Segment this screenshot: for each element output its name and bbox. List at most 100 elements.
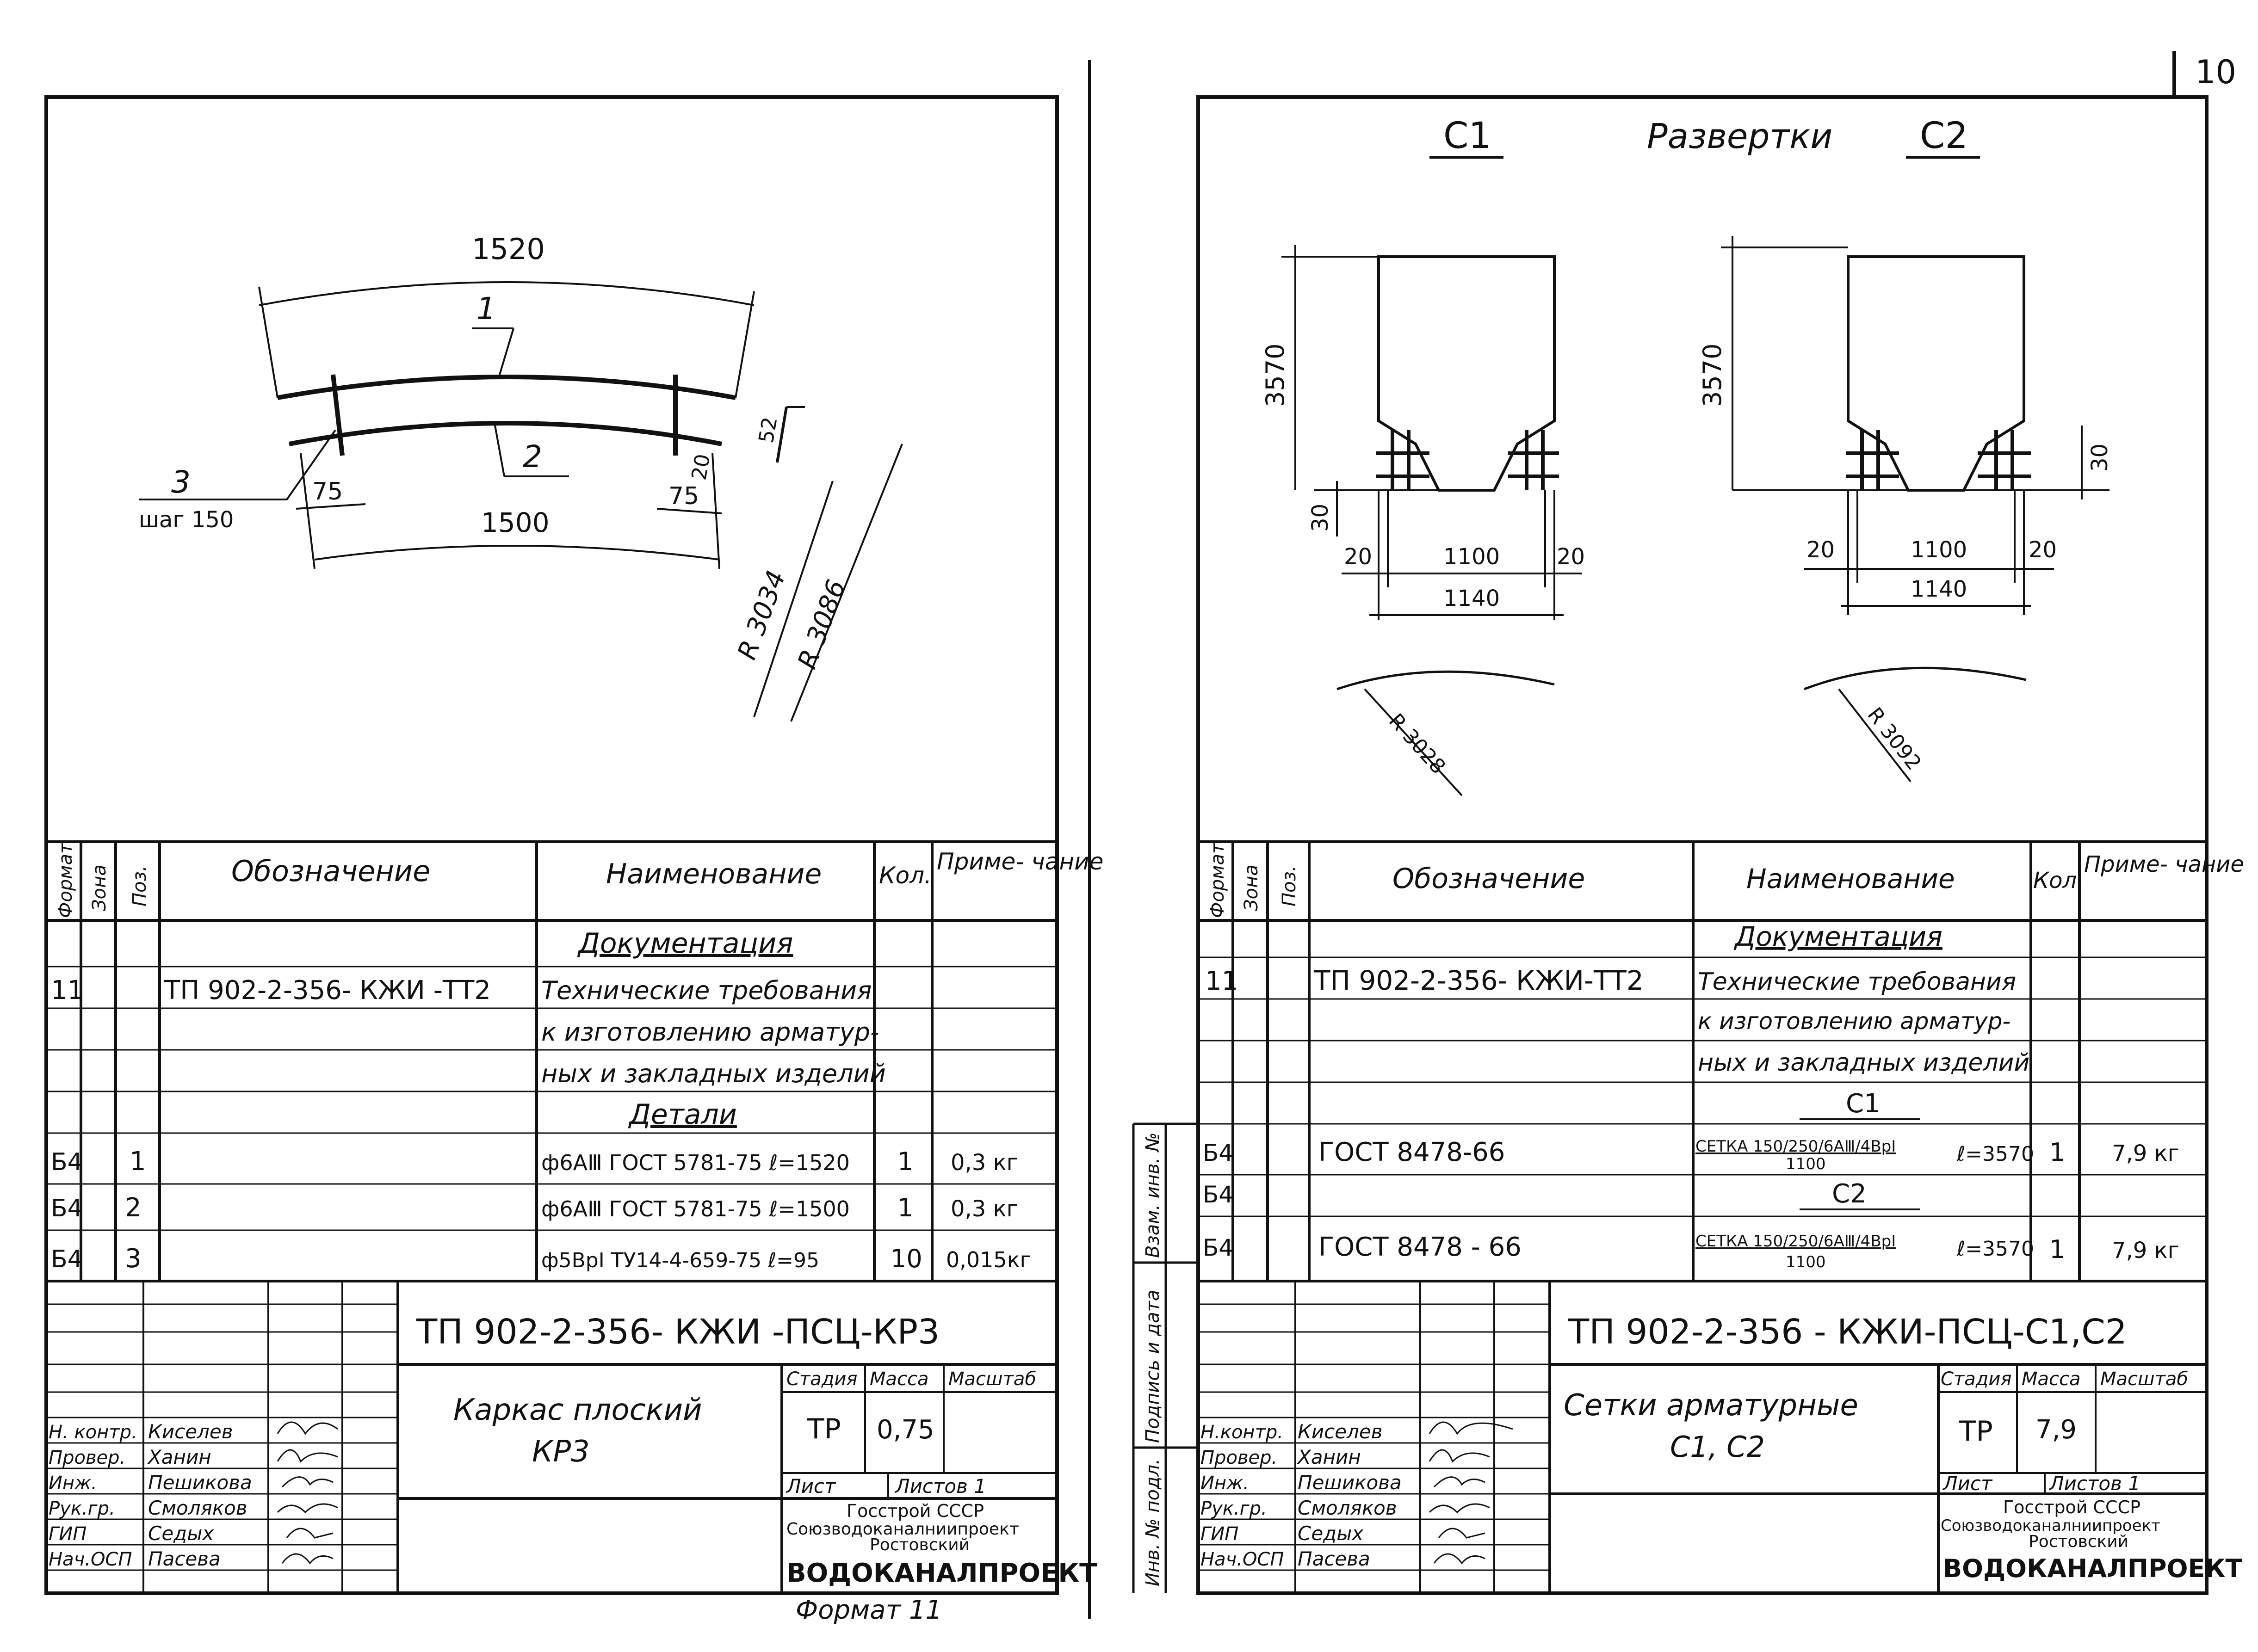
r-row1-format: Б4	[1203, 1140, 1233, 1166]
org-line-1: Госстрой СССР	[847, 1501, 984, 1521]
name-5: Седых	[148, 1522, 214, 1545]
r-row3-name-top: СЕТКА 150/250/6АⅢ/4ВрⅠ	[1695, 1232, 1896, 1251]
r-row1-designation: ГОСТ 8478-66	[1318, 1137, 1505, 1167]
name-1-r: Киселев	[1298, 1420, 1382, 1443]
frame-kr3-drawing: 1520 1500 75 75 20 1 2 3 шаг 150	[139, 232, 903, 722]
role-4: Рук.гр.	[49, 1498, 115, 1519]
scale-label-r: Масштаб	[2100, 1368, 2188, 1390]
spec-table-left: Формат Зона Поз. Обозначение Наименовани…	[46, 840, 1103, 1282]
callout-pos-1: 1	[476, 291, 496, 327]
page-number: 10	[2195, 53, 2236, 91]
c1-left: 20	[1344, 544, 1372, 570]
c1-height: 3570	[1261, 344, 1290, 407]
row3-pos: 3	[125, 1244, 142, 1274]
doc-name-3: ных и закладных изделий	[541, 1059, 886, 1088]
row3-qty: 10	[891, 1244, 922, 1273]
sheet-label-r: Лист	[1942, 1472, 1993, 1495]
title-block-left: ТП 902-2-356- КЖИ -ПСЦ-КР3 Каркас плоски…	[46, 1281, 1097, 1625]
radius-inner: R 3034	[732, 567, 792, 663]
name-1: Киселев	[148, 1420, 233, 1443]
row2-qty: 1	[897, 1193, 913, 1222]
role-3-r: Инж.	[1200, 1473, 1249, 1494]
section-docs-r: Документация	[1733, 921, 1942, 952]
hdr-name: Наименование	[606, 858, 822, 890]
doc-designation-r: ТП 902-2-356- КЖИ-ТТ2	[1313, 965, 1644, 996]
scale-label: Масштаб	[948, 1368, 1036, 1390]
org-line-3-r: Ростовский	[2029, 1532, 2128, 1551]
signature-1-r	[1429, 1421, 1513, 1435]
dim-75-left: 75	[312, 478, 343, 505]
row1-note: 0,3 кг	[951, 1150, 1018, 1176]
role-6: Нач.ОСП	[49, 1549, 132, 1570]
signature-4-r	[1429, 1503, 1490, 1514]
c2-bottom: 30	[2087, 444, 2113, 472]
stamp-inv-podl: Инв. № подл.	[1142, 1459, 1163, 1586]
hdr-zone: Зона	[89, 864, 110, 911]
role-6-r: Нач.ОСП	[1200, 1549, 1284, 1570]
radius-outer: R 3086	[792, 576, 852, 672]
c2-height: 3570	[1698, 344, 1727, 407]
row1-pos: 1	[130, 1147, 146, 1177]
stage-label: Стадия	[786, 1368, 857, 1390]
dim-52: 52	[755, 415, 782, 445]
r-row1-name-top: СЕТКА 150/250/6АⅢ/4ВрⅠ	[1695, 1137, 1896, 1156]
title-line-1-r: Сетки арматурные	[1564, 1388, 1858, 1423]
label-c2: С2	[1920, 115, 1968, 157]
section-c1-r: С1	[1846, 1089, 1881, 1119]
sheet-label: Лист	[786, 1475, 836, 1498]
hdr-designation-r: Обозначение	[1392, 863, 1585, 895]
title-line-1: Каркас плоский	[453, 1393, 702, 1427]
name-4-r: Смоляков	[1298, 1497, 1397, 1519]
row2-pos: 2	[125, 1193, 142, 1223]
r-row3-note: 7,9 кг	[2112, 1238, 2179, 1264]
row3-format: Б4	[51, 1245, 83, 1273]
signature-2	[277, 1449, 338, 1463]
row2-name: ф6АⅢ ГОСТ 5781-75 ℓ=1500	[541, 1196, 850, 1221]
doc-name-2: к изготовлению арматур-	[541, 1017, 879, 1047]
role-2-r: Провер.	[1200, 1447, 1277, 1468]
signature-6-r	[1433, 1553, 1485, 1565]
mass-value-r: 7,9	[2035, 1415, 2077, 1445]
org-line-1-r: Госстрой СССР	[2003, 1497, 2140, 1517]
signature-5	[286, 1528, 334, 1539]
stage-label-r: Стадия	[1941, 1368, 2011, 1390]
row3-name: ф5ВрⅠ ТУ14-4-659-75 ℓ=95	[541, 1249, 819, 1272]
signature-5-r	[1438, 1528, 1485, 1539]
org-main: ВОДОКАНАЛПРОЕКТ	[786, 1558, 1097, 1588]
title-block-right: ТП 902-2-356 - КЖИ-ПСЦ-С1,С2 Сетки армат…	[1198, 1281, 2243, 1593]
hdr-pos: Поз.	[129, 865, 150, 906]
c2-mid: 1100	[1911, 537, 1967, 563]
callout-pos-2: 2	[523, 439, 542, 475]
mesh-developments-drawing: С1 Развертки С2 3570 30	[1261, 115, 2113, 796]
section-c2-r: С2	[1832, 1179, 1867, 1209]
c1-right: 20	[1557, 544, 1585, 570]
name-3-r: Пешикова	[1298, 1471, 1402, 1494]
r-row3-length: ℓ=3570	[1956, 1237, 2034, 1261]
signature-3-r	[1433, 1476, 1485, 1488]
doc-designation: ТП 902-2-356- КЖИ -ТТ2	[164, 975, 491, 1005]
c2-total: 1140	[1911, 576, 1967, 602]
right-sheet: Инв. № подл. Подпись и дата Взам. инв. №…	[1132, 95, 2244, 1595]
row2-format: Б4	[51, 1195, 83, 1222]
row1-format: Б4	[51, 1148, 83, 1176]
doc-name-1-r: Технические требования	[1698, 968, 2016, 996]
role-3: Инж.	[49, 1473, 97, 1494]
left-sheet: 1520 1500 75 75 20 1 2 3 шаг 150	[44, 95, 1103, 1625]
doc-name-1: Технические требования	[541, 976, 872, 1005]
callout-pos-3: 3	[171, 464, 191, 500]
doc-format-r: 11	[1205, 966, 1238, 996]
section-details: Детали	[628, 1098, 737, 1131]
role-4-r: Рук.гр.	[1200, 1498, 1267, 1519]
hdr-qty-r: Кол.	[2033, 868, 2084, 894]
dim-1500: 1500	[481, 507, 550, 538]
signature-6	[281, 1553, 334, 1565]
org-line-3: Ростовский	[870, 1535, 970, 1554]
doc-code: ТП 902-2-356- КЖИ -ПСЦ-КР3	[416, 1312, 940, 1352]
r-row2-format: Б4	[1203, 1181, 1233, 1208]
org-line-2-r: Союзводоканалниипроект	[1941, 1516, 2160, 1535]
dim-1520: 1520	[472, 232, 545, 266]
doc-code-r: ТП 902-2-356 - КЖИ-ПСЦ-С1,С2	[1568, 1312, 2127, 1352]
dim-75-right: 75	[668, 482, 699, 510]
c1-bottom: 30	[1307, 504, 1333, 532]
